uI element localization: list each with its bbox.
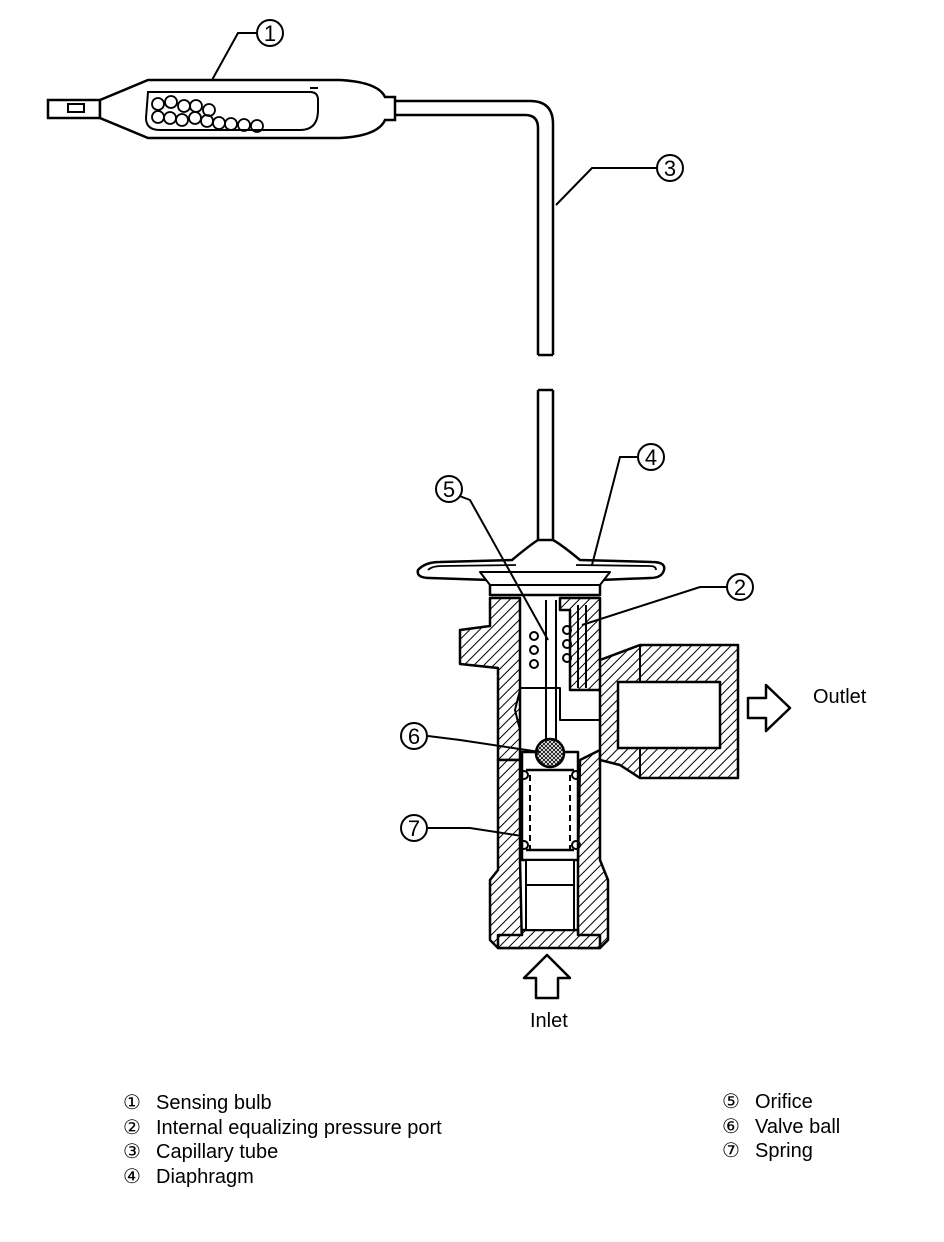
legend-item-orifice: ⑤ Orifice [722, 1090, 840, 1115]
legend-label: Sensing bulb [156, 1092, 272, 1114]
legend-number: ⑤ [722, 1091, 740, 1113]
svg-text:4: 4 [645, 445, 657, 470]
legend-item-sensing-bulb: ① Sensing bulb [123, 1091, 442, 1116]
legend-number: ⑦ [722, 1140, 740, 1162]
valve-body [416, 538, 740, 950]
legend-number: ④ [123, 1165, 141, 1188]
inlet-arrow-icon [522, 953, 572, 1000]
valve-internals [519, 600, 587, 852]
callout-7: 7 [400, 814, 428, 842]
legend-label: Valve ball [755, 1115, 841, 1138]
svg-text:2: 2 [734, 575, 746, 600]
callout-3: 3 [656, 154, 684, 182]
callout-1: 1 [256, 19, 284, 47]
legend-item-diaphragm: ④ Diaphragm [123, 1165, 442, 1190]
legend-number: ② [123, 1116, 141, 1139]
valve-ball [534, 737, 566, 769]
callout-4: 4 [637, 443, 665, 471]
upper-spring [529, 625, 572, 669]
legend-label: Internal equalizing pressure port [156, 1116, 442, 1139]
callout-2: 2 [726, 573, 754, 601]
legend-number: ⑥ [722, 1115, 740, 1138]
legend-item-spring: ⑦ Spring [722, 1139, 840, 1164]
legend-left: ① Sensing bulb ② Internal equalizing pre… [123, 1091, 442, 1189]
legend-number: ③ [123, 1141, 141, 1163]
sensing-bulb [46, 78, 397, 140]
svg-text:5: 5 [443, 477, 455, 502]
svg-text:3: 3 [664, 156, 676, 181]
svg-text:7: 7 [408, 816, 420, 841]
inlet-label: Inlet [530, 1010, 568, 1032]
capillary-tube [395, 99, 555, 555]
legend-label: Capillary tube [156, 1141, 279, 1163]
lower-spring [519, 770, 581, 850]
svg-text:1: 1 [264, 21, 276, 46]
legend-item-capillary-tube: ③ Capillary tube [123, 1140, 442, 1165]
legend-item-equalizing-port: ② Internal equalizing pressure port [123, 1116, 442, 1141]
legend-label: Orifice [755, 1091, 813, 1113]
callout-6: 6 [400, 722, 428, 750]
legend-number: ① [123, 1092, 141, 1114]
outlet-label: Outlet [813, 686, 867, 708]
outlet-arrow-icon [746, 683, 792, 733]
legend-label: Diaphragm [156, 1165, 254, 1188]
callout-5: 5 [435, 475, 463, 503]
legend-right: ⑤ Orifice ⑥ Valve ball ⑦ Spring [722, 1090, 840, 1164]
legend-label: Spring [755, 1140, 813, 1162]
bulb-charge-balls [151, 95, 264, 133]
legend-item-valve-ball: ⑥ Valve ball [722, 1115, 840, 1140]
svg-text:6: 6 [408, 724, 420, 749]
